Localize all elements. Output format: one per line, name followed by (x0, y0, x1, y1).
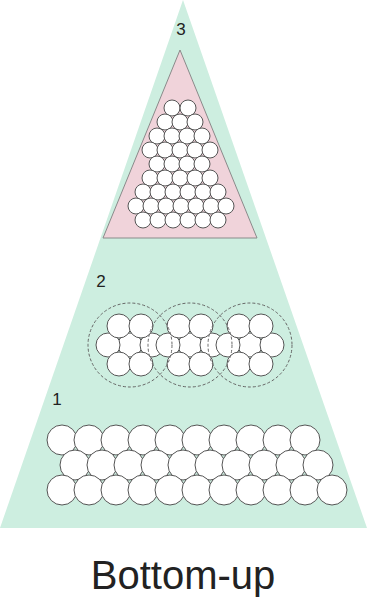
small-particle (164, 128, 180, 144)
small-particle (150, 184, 166, 200)
inner-triangle (103, 50, 257, 238)
cluster-particle (107, 352, 131, 376)
base-particle (263, 475, 293, 505)
small-particle (195, 184, 211, 200)
cluster-particle (107, 314, 131, 338)
base-particle (209, 475, 239, 505)
small-particle (149, 156, 165, 172)
small-particle (158, 198, 174, 214)
small-particle (172, 170, 188, 186)
base-particle (317, 475, 347, 505)
cluster-outline (208, 303, 292, 387)
small-particle (157, 170, 173, 186)
base-particle (236, 475, 266, 505)
small-particle (143, 198, 159, 214)
small-particle (179, 128, 195, 144)
small-particle (142, 142, 158, 158)
small-particle (188, 198, 204, 214)
small-particle (164, 156, 180, 172)
base-particle (101, 475, 131, 505)
base-particle (47, 475, 77, 505)
small-particle (179, 156, 195, 172)
base-particle (155, 475, 185, 505)
small-particle (194, 128, 210, 144)
small-particle (128, 198, 144, 214)
small-particle (195, 212, 211, 228)
small-particle (165, 184, 181, 200)
cluster-particle (249, 314, 273, 338)
callout-number: 2 (96, 272, 105, 292)
callout-number: 3 (176, 20, 185, 40)
caption: Bottom-up (91, 552, 276, 598)
small-particle (135, 184, 151, 200)
cluster-outline (88, 303, 172, 387)
small-particle (150, 212, 166, 228)
small-particle (142, 170, 158, 186)
small-particle (165, 212, 181, 228)
small-particle (187, 114, 203, 130)
cluster-outline (88, 303, 292, 387)
small-particle (202, 142, 218, 158)
base-particle (290, 475, 320, 505)
small-particle (218, 198, 234, 214)
outer-triangle (0, 0, 367, 528)
small-particle (149, 128, 165, 144)
base-particle (128, 475, 158, 505)
small-particle (172, 142, 188, 158)
small-particle (187, 170, 203, 186)
small-particle (202, 170, 218, 186)
small-particle (173, 198, 189, 214)
small-particle (172, 114, 188, 130)
small-particle (180, 100, 196, 116)
cluster-outline (148, 303, 232, 387)
base-particle (47, 425, 347, 505)
small-particle (180, 184, 196, 200)
small-particle (187, 142, 203, 158)
small-particle (210, 184, 226, 200)
base-particle (182, 475, 212, 505)
small-particle (128, 100, 234, 228)
base-particle (74, 475, 104, 505)
small-particle (203, 198, 219, 214)
callout-number: 1 (52, 390, 61, 410)
small-particle (180, 212, 196, 228)
small-particle (194, 156, 210, 172)
small-particle (135, 212, 151, 228)
small-particle (210, 212, 226, 228)
cluster-particle (249, 352, 273, 376)
small-particle (157, 142, 173, 158)
small-particle (164, 100, 180, 116)
cluster-particle (96, 314, 284, 376)
small-particle (157, 114, 173, 130)
